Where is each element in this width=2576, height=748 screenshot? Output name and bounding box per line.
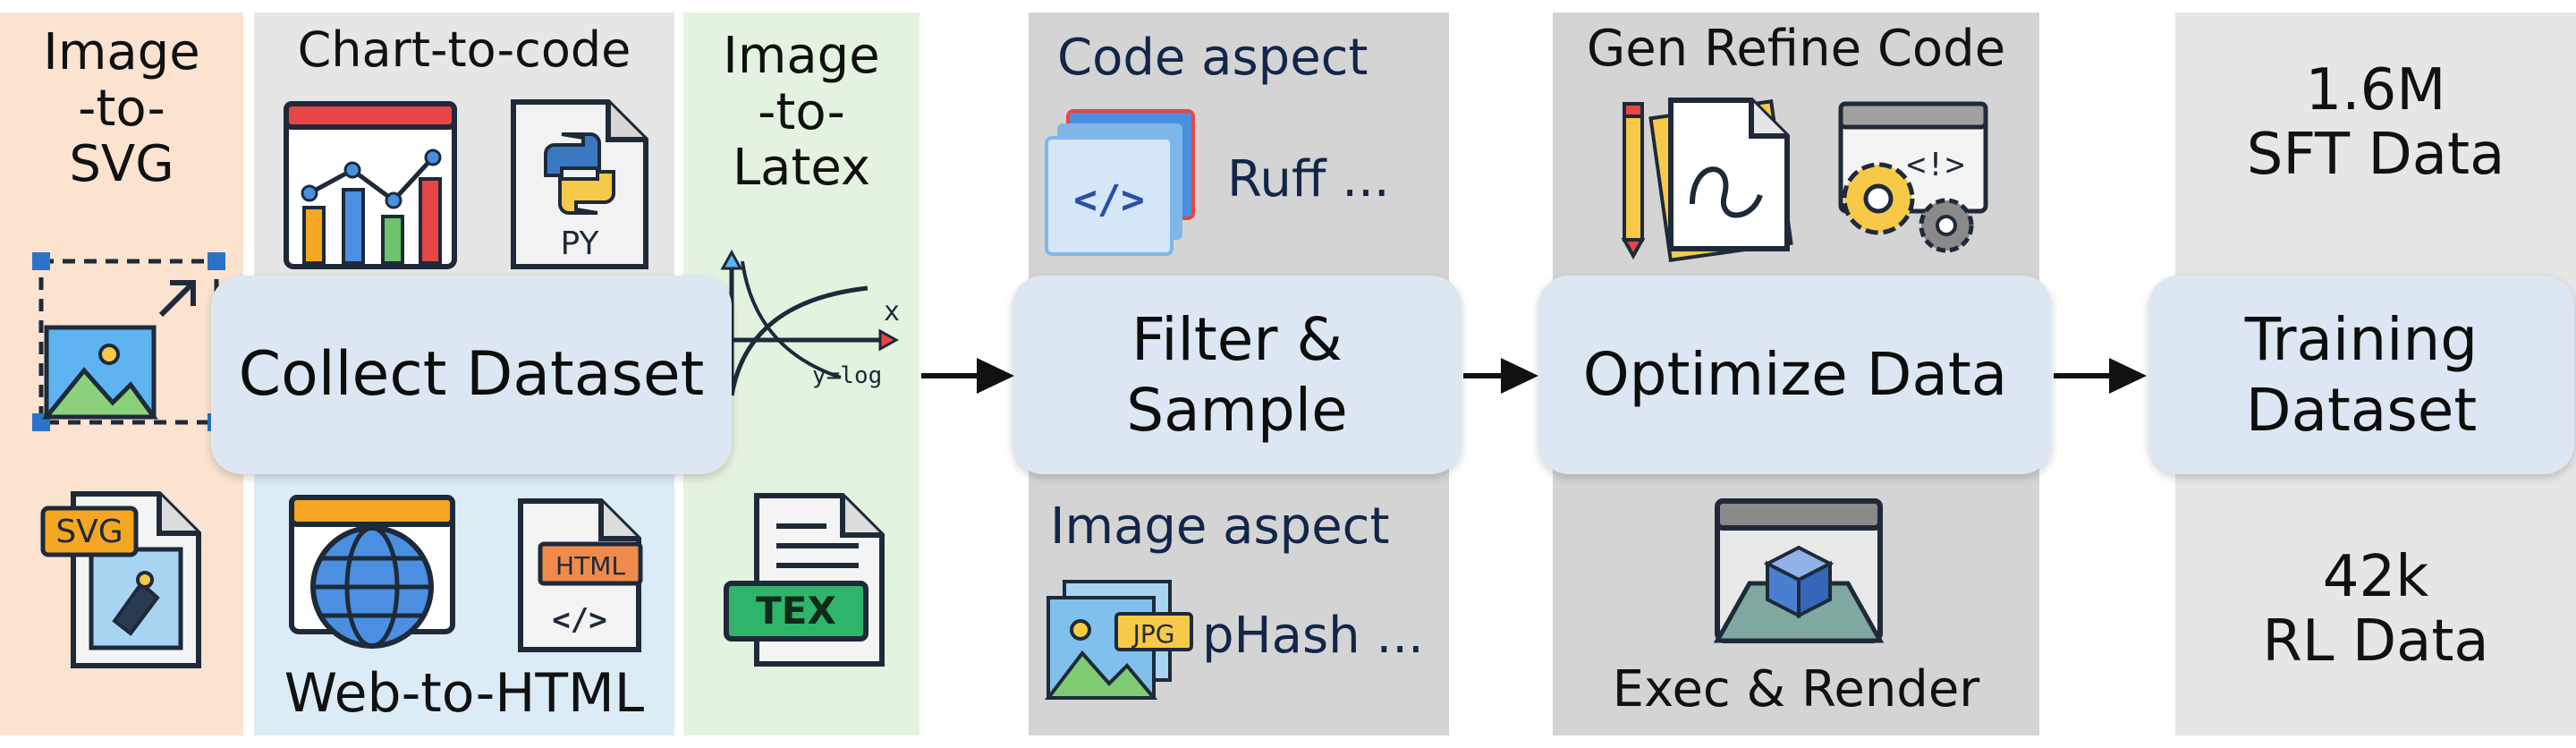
svg-text:</>: </> (1073, 177, 1144, 223)
arrow-right-icon (921, 358, 1014, 394)
x-axis-label: x (884, 296, 900, 327)
tex-file-icon: TEX (724, 493, 885, 667)
svg-text:</>: </> (552, 602, 606, 638)
web-to-html-label: Web-to-HTML (284, 662, 645, 725)
image-aspect-label: Image aspect (1050, 497, 1390, 556)
arrow-right-icon (2054, 358, 2147, 394)
html-file-icon: HTML </> (518, 498, 643, 652)
tex-badge-text: TEX (756, 589, 836, 633)
py-badge-text: PY (561, 225, 600, 262)
python-file-icon: PY (511, 99, 648, 269)
sft-data-label: 1.6M SFT Data (2246, 57, 2505, 188)
ruff-tool-label: Ruff ... (1227, 150, 1390, 208)
svg-file-icon: SVG (40, 491, 201, 668)
image-to-latex-label: Image -to- Latex (723, 27, 880, 198)
globe-window-icon (289, 495, 455, 649)
jpg-badge-text: JPG (1131, 619, 1175, 649)
svg-text:<!>: <!> (1906, 147, 1964, 183)
render-cube-icon (1713, 498, 1885, 643)
formula-label: y=log (812, 362, 882, 389)
image-to-svg-label: Image -to- SVG (43, 23, 200, 194)
svg-badge-text: SVG (55, 514, 123, 550)
optimize-data-box: Optimize Data (1538, 276, 2052, 474)
image-frame-icon (32, 252, 225, 431)
exec-render-label: Exec & Render (1612, 660, 1980, 718)
chart-window-icon (284, 101, 457, 269)
axis-log-icon: x y=log (707, 249, 900, 396)
code-aspect-label: Code aspect (1057, 29, 1368, 87)
phash-tool-label: pHash ... (1202, 607, 1424, 665)
gear-window-icon: <!> (1838, 101, 1988, 253)
collect-dataset-box: Collect Dataset (211, 276, 732, 474)
rl-data-label: 42k RL Data (2262, 544, 2489, 675)
training-dataset-box: Training Dataset (2148, 276, 2574, 474)
arrow-right-icon (1463, 358, 1538, 394)
filter-sample-box: Filter & Sample (1013, 276, 1462, 474)
code-window-icon: </> (1045, 109, 1195, 256)
gen-refine-label: Gen Refine Code (1586, 20, 2006, 78)
html-badge-text: HTML (555, 551, 625, 581)
chart-to-code-label: Chart-to-code (297, 21, 631, 78)
jpg-image-icon: JPG (1044, 580, 1193, 700)
pencil-paper-icon (1621, 98, 1793, 262)
